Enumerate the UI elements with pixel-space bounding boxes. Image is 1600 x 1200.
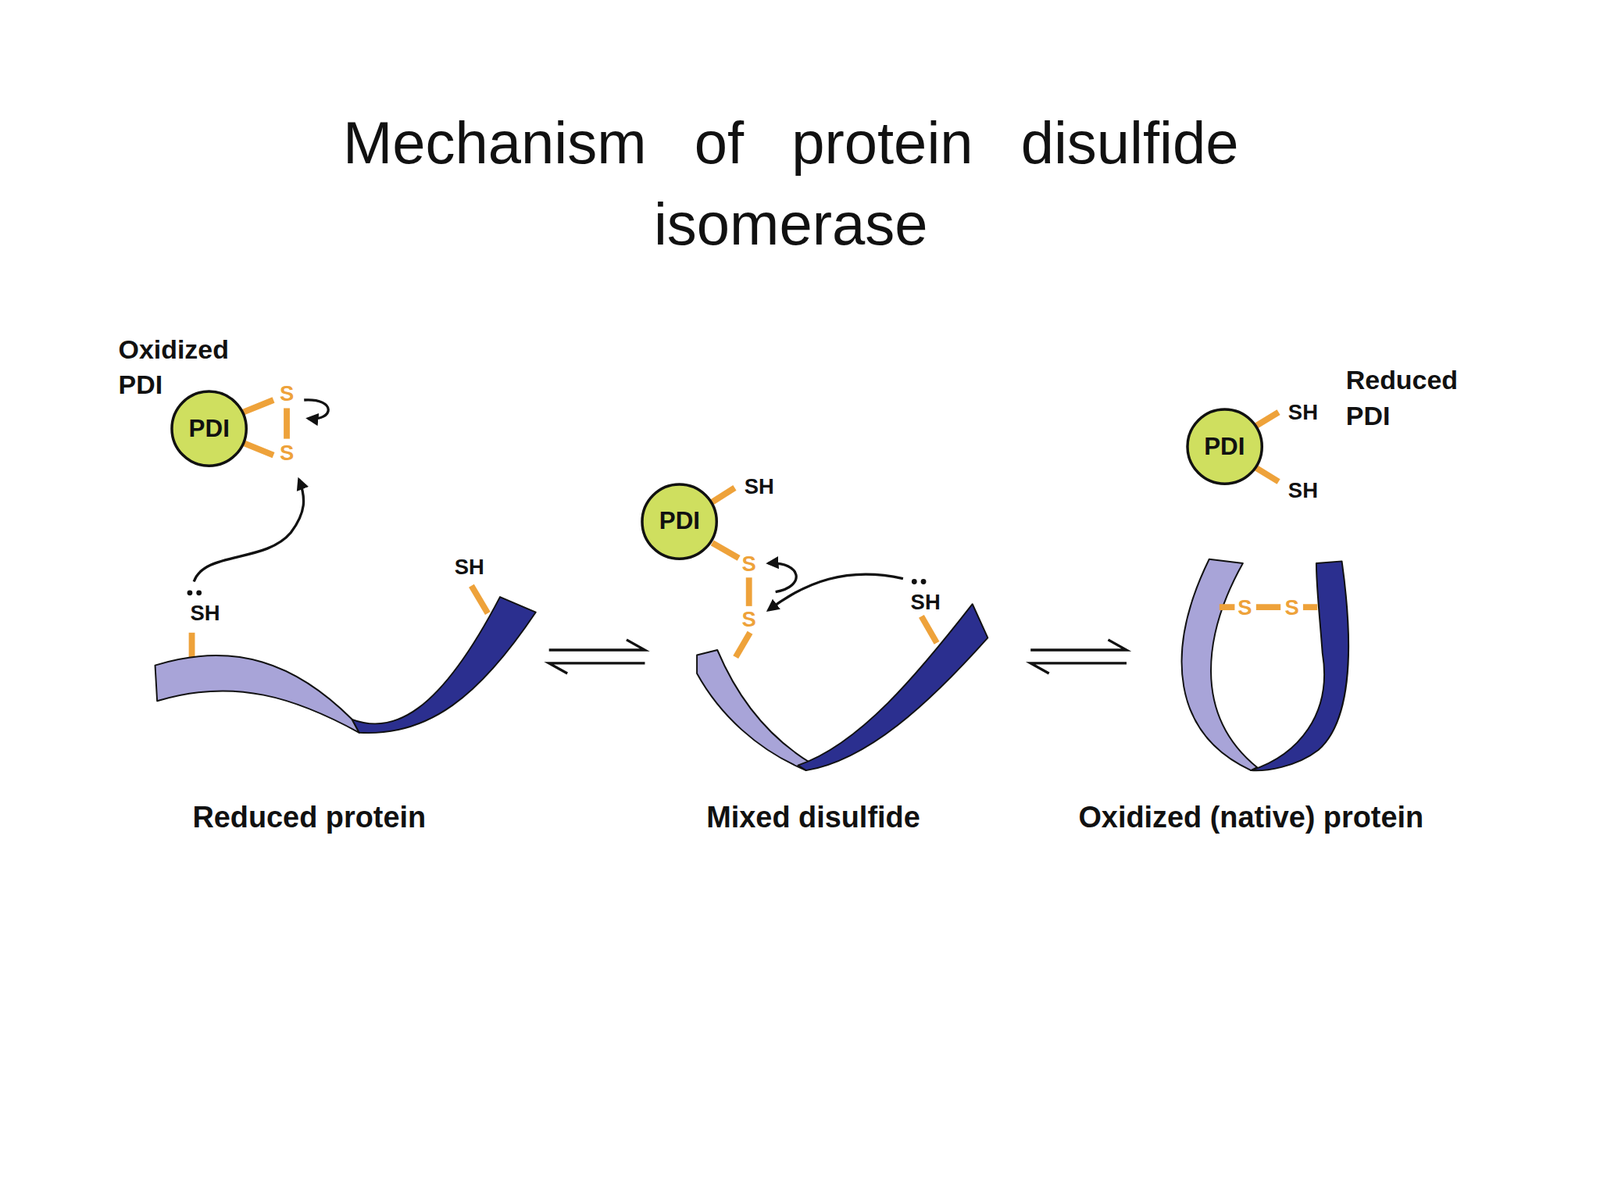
sulfur-atom: S [742, 551, 757, 577]
bond-stick [712, 487, 736, 502]
lone-pairs [187, 578, 927, 596]
mechanism-arrows [193, 400, 904, 611]
stage-caption: Reduced protein [192, 800, 426, 835]
bond-stick [921, 616, 937, 643]
attack-arrow [768, 574, 904, 611]
ribbon-dark [352, 596, 536, 733]
disulfide-bond [746, 577, 753, 607]
title: Mechanism of protein disulfide isomerase [243, 102, 1338, 265]
stage-caption: Oxidized (native) protein [1078, 800, 1424, 835]
bond-stick [240, 400, 274, 414]
equilibrium-back [1030, 663, 1127, 674]
node-heading: Reduced PDI [1346, 362, 1479, 435]
electron-dot [196, 589, 202, 596]
bond-stick [240, 442, 274, 456]
bond-stick [471, 585, 488, 614]
electron-dot [911, 578, 918, 585]
thiol-group: SH [189, 600, 220, 626]
bond-sticks [192, 400, 1279, 661]
electron-arrow [303, 400, 329, 419]
pdi-circle: PDI [640, 482, 718, 561]
node-heading: Oxidized PDI [118, 332, 252, 404]
bond-stick [712, 542, 740, 559]
thiol-group: SH [1288, 478, 1318, 504]
thiol-group: SH [910, 589, 941, 615]
bond-stick [1255, 412, 1279, 427]
bond-stick [735, 632, 750, 658]
thiol-group: SH [454, 554, 485, 580]
sulfur-atom: S [1237, 595, 1252, 621]
ribbon-dark [1250, 560, 1349, 771]
disulfide-bond [1219, 603, 1236, 611]
thiol-group: SH [744, 474, 775, 500]
equilibrium-arrows [549, 639, 1127, 674]
sulfur-atom: S [1284, 595, 1299, 621]
bond-stick [1255, 467, 1279, 482]
ribbon-dark [797, 603, 988, 771]
thiol-group: SH [1288, 400, 1318, 425]
disulfide-bond [283, 407, 290, 439]
disulfide-bond [1303, 603, 1318, 611]
equilibrium-forward [1030, 639, 1127, 650]
equilibrium-forward [549, 639, 646, 650]
ribbon-light [155, 655, 360, 733]
protein-ribbons [155, 559, 1349, 772]
node-label: PDI [1185, 407, 1264, 486]
sulfur-atom: S [279, 381, 294, 407]
ribbon-light [696, 650, 811, 771]
electron-arrow [768, 563, 797, 593]
native-disulfide [1219, 603, 1318, 611]
equilibrium-back [549, 663, 646, 674]
pdi-circle: Oxidized PDIPDI [170, 389, 248, 468]
disulfide-bond [1256, 603, 1281, 611]
pdi-circle: Reduced PDIPDI [1185, 407, 1264, 486]
electron-dot [921, 578, 927, 585]
sulfur-atom: S [742, 607, 757, 633]
electron-dot [187, 589, 193, 596]
stage-caption: Mixed disulfide [706, 800, 920, 835]
node-label: PDI [640, 482, 718, 561]
attack-arrow [193, 479, 304, 583]
node-label: PDI [170, 389, 248, 468]
sulfur-atom: S [279, 440, 294, 466]
ribbon-light [1182, 559, 1258, 771]
